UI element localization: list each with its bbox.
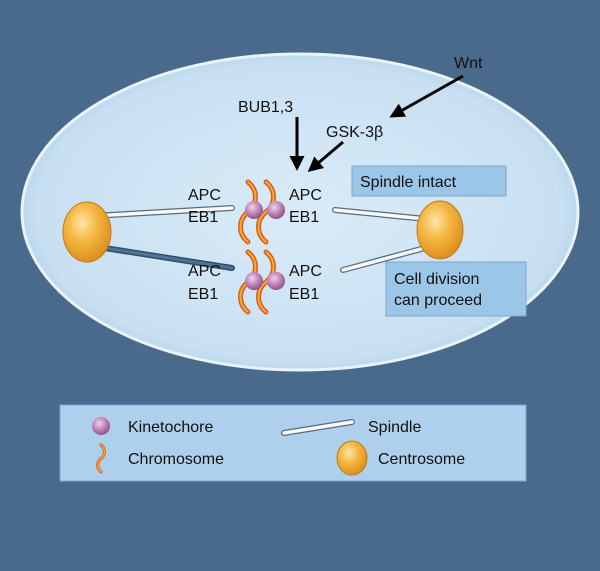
eb1-label-lower-left: EB1 <box>188 286 218 303</box>
bub-label: BUB1,3 <box>238 99 293 116</box>
centrosome-right <box>416 200 464 260</box>
legend-chromosome-icon <box>96 443 106 474</box>
legend-spindle-label: Spindle <box>368 419 421 436</box>
spindle-intact-label: Spindle intact <box>360 174 457 191</box>
cell-division-label-line1: Cell division <box>394 271 479 288</box>
gsk-label: GSK-3β <box>326 124 383 141</box>
kinetochore-upper-left <box>245 201 263 219</box>
kinetochore-lower-right <box>267 272 285 290</box>
legend-box <box>59 404 527 482</box>
cell-division-box <box>385 261 527 317</box>
kinetochore-upper-right <box>267 201 285 219</box>
cell-division-label-line2: can proceed <box>394 292 482 309</box>
chromosome-group-upper <box>241 182 285 242</box>
legend-centrosome-label: Centrosome <box>378 451 465 468</box>
apc-label-lower-right: APC <box>289 263 322 280</box>
eb1-label-upper-left: EB1 <box>188 209 218 226</box>
arrow-wnt-to-gsk <box>389 74 464 118</box>
legend-kinetochore-icon <box>92 417 110 435</box>
legend-centrosome-icon <box>336 440 368 476</box>
spindles <box>89 205 439 273</box>
eb1-label-upper-right: EB1 <box>289 209 319 226</box>
legend-chromosome-label: Chromosome <box>128 451 224 468</box>
arrows <box>289 74 464 172</box>
centrosome-left <box>62 201 112 263</box>
apc-label-upper-left: APC <box>188 187 221 204</box>
eb1-label-lower-right: EB1 <box>289 286 319 303</box>
apc-label-upper-right: APC <box>289 187 322 204</box>
arrow-gsk-to-apc <box>307 140 344 172</box>
chromosome-group-lower <box>241 252 285 312</box>
kinetochore-lower-left <box>245 272 263 290</box>
legend: Kinetochore Chromosome Spindle Centrosom… <box>59 404 527 482</box>
legend-kinetochore-label: Kinetochore <box>128 419 213 436</box>
wnt-label: Wnt <box>454 55 483 72</box>
apc-label-lower-left: APC <box>188 263 221 280</box>
spindle-intact-box <box>351 165 507 197</box>
